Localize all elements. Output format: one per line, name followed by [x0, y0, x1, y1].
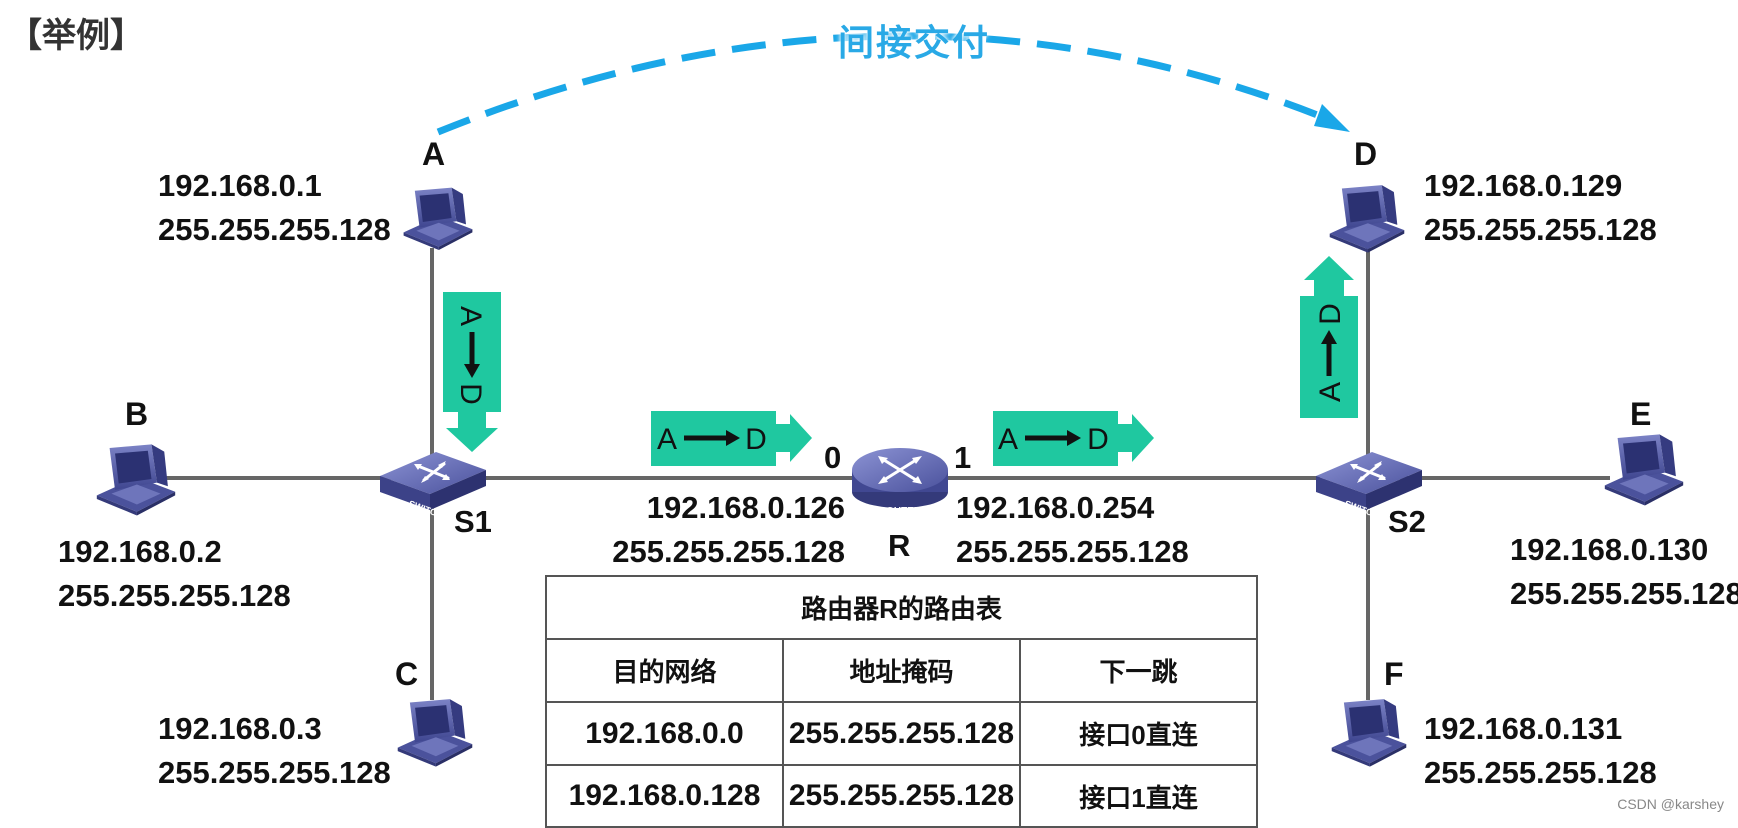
page-heading: 【举例】: [8, 17, 144, 55]
switch-s1-icon: [378, 450, 488, 512]
host-f-address: 192.168.0.131 255.255.255.128: [1424, 707, 1657, 795]
host-a-ip: 192.168.0.1: [158, 168, 322, 203]
router-interface-1-number: 1: [954, 440, 972, 475]
router-label: R: [888, 528, 911, 563]
routing-table-title-row: 路由器R的路由表: [545, 575, 1258, 640]
host-b-label: B: [125, 396, 149, 432]
host-a-label: A: [422, 136, 446, 172]
router-interface-0-ip: 192.168.0.126: [646, 490, 845, 525]
packet-up-src: A: [1314, 382, 1347, 402]
host-b-mask: 255.255.255.128: [58, 578, 291, 613]
host-a-mask: 255.255.255.128: [158, 212, 391, 247]
routing-table-cell: 192.168.0.0: [545, 701, 784, 766]
host-b-ip: 192.168.0.2: [58, 534, 222, 569]
host-c-computer-icon: [397, 699, 473, 767]
switch-s2-icon: [1314, 450, 1424, 512]
host-c-mask: 255.255.255.128: [158, 755, 391, 790]
packet-right2-src: A: [998, 423, 1018, 456]
packet-down-dst: D: [454, 383, 487, 405]
host-d-computer-icon: [1329, 185, 1405, 253]
routing-table-cell: 接口0直连: [1019, 701, 1258, 766]
host-a-address: 192.168.0.1 255.255.255.128: [158, 164, 391, 252]
host-e-address: 192.168.0.130 255.255.255.128: [1510, 528, 1738, 616]
switch-s1-label: S1: [454, 504, 492, 539]
packet-right1-src: A: [657, 423, 677, 456]
host-f-label: F: [1384, 656, 1404, 692]
routing-table-header-destination: 目的网络: [545, 638, 784, 703]
routing-table-cell: 接口1直连: [1019, 764, 1258, 828]
router-interface-0-number: 0: [824, 440, 842, 475]
packet-arrow-up: A D: [1300, 256, 1358, 418]
router-device-text: ROUTER: [879, 506, 922, 517]
router-interface-1-ip: 192.168.0.254: [956, 490, 1155, 525]
routing-table-cell: 192.168.0.128: [545, 764, 784, 828]
packet-arrow-down: A D: [443, 292, 501, 452]
host-e-label: E: [1630, 396, 1652, 432]
host-f-ip: 192.168.0.131: [1424, 711, 1623, 746]
router-interface-0-mask: 255.255.255.128: [612, 534, 845, 569]
indirect-delivery-arc: [436, 32, 1337, 136]
host-e-ip: 192.168.0.130: [1510, 532, 1709, 567]
packet-arrow-right-1: A D: [651, 411, 812, 466]
indirect-delivery-arrowhead: [1314, 104, 1350, 132]
packet-right1-dst: D: [745, 423, 767, 456]
routing-table-cell: 255.255.255.128: [782, 764, 1021, 828]
indirect-delivery-label: 间接交付: [838, 22, 991, 63]
host-e-computer-icon: [1604, 434, 1684, 506]
router-interface-1-mask: 255.255.255.128: [956, 534, 1189, 569]
host-d-label: D: [1354, 136, 1378, 172]
routing-table-header-row: 目的网络 地址掩码 下一跳: [545, 638, 1258, 703]
router-r-icon: [850, 446, 950, 510]
packet-up-dst: D: [1314, 303, 1347, 325]
host-d-ip: 192.168.0.129: [1424, 168, 1623, 203]
table-row: 192.168.0.128 255.255.255.128 接口1直连: [545, 764, 1258, 828]
host-e-mask: 255.255.255.128: [1510, 576, 1738, 611]
routing-table-cell: 255.255.255.128: [782, 701, 1021, 766]
host-a-computer-icon: [403, 187, 473, 250]
table-row: 192.168.0.0 255.255.255.128 接口0直连: [545, 701, 1258, 766]
routing-table-header-mask: 地址掩码: [782, 638, 1021, 703]
host-f-mask: 255.255.255.128: [1424, 755, 1657, 790]
routing-table: 路由器R的路由表 目的网络 地址掩码 下一跳 192.168.0.0 255.2…: [545, 575, 1258, 828]
host-b-computer-icon: [96, 444, 176, 516]
packet-down-src: A: [454, 306, 487, 326]
watermark: CSDN @karshey: [1617, 796, 1724, 812]
host-c-label: C: [395, 656, 419, 692]
router-interface-0-address: 192.168.0.126 255.255.255.128: [612, 486, 845, 574]
host-d-address: 192.168.0.129 255.255.255.128: [1424, 164, 1657, 252]
host-b-address: 192.168.0.2 255.255.255.128: [58, 530, 291, 618]
packet-arrow-right-2: A D: [993, 411, 1154, 466]
host-f-computer-icon: [1331, 699, 1407, 767]
packet-right2-dst: D: [1087, 423, 1109, 456]
routing-table-title: 路由器R的路由表: [545, 575, 1258, 640]
network-links: [160, 248, 1610, 700]
host-c-address: 192.168.0.3 255.255.255.128: [158, 707, 391, 795]
host-c-ip: 192.168.0.3: [158, 711, 322, 746]
switch-s2-label: S2: [1388, 504, 1426, 539]
routing-table-header-next-hop: 下一跳: [1019, 638, 1258, 703]
host-d-mask: 255.255.255.128: [1424, 212, 1657, 247]
router-interface-1-address: 192.168.0.254 255.255.255.128: [956, 486, 1189, 574]
